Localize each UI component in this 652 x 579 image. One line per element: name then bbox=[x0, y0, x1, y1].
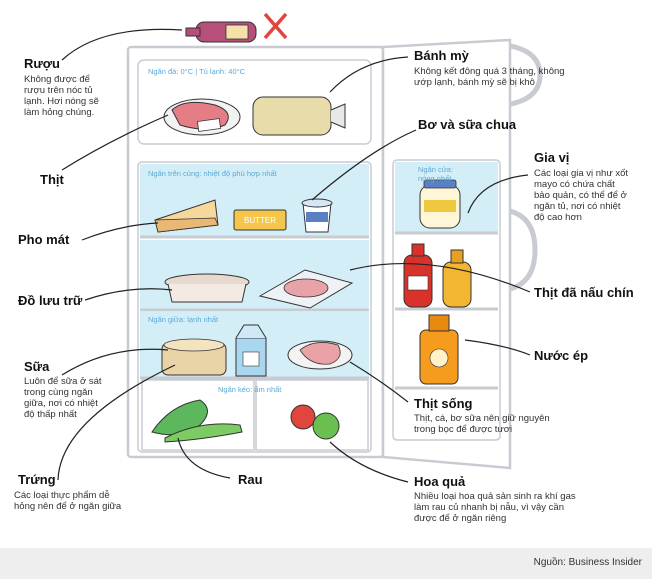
desc-thit-song-line: Thịt, cá, bơ sữa nên giữ nguyên bbox=[414, 413, 550, 424]
label-pho-mat: Pho mát bbox=[18, 232, 70, 247]
desc-banh-my-line: ướp lạnh, bánh mỳ sẽ bị khô bbox=[414, 77, 535, 88]
desc-gia-vi-line: bảo quản, có thể để ở bbox=[534, 190, 627, 201]
desc-gia-vi-line: Các loại gia vị như xốt bbox=[534, 168, 629, 179]
footer-bar: Nguồn: Business Insider bbox=[0, 548, 652, 579]
juice-bottle-icon bbox=[419, 314, 459, 385]
desc-sua-line: độ thấp nhất bbox=[24, 409, 77, 420]
door-label-line1: Ngăn cửa: bbox=[418, 165, 453, 174]
ketchup-bottle-icon bbox=[403, 243, 433, 308]
drawer-label: Ngăn kéo: ẩm nhất bbox=[218, 385, 282, 394]
mayo-jar-icon bbox=[419, 179, 461, 229]
fridge-diagram: BUTTER bbox=[57, 12, 543, 483]
desc-sua-line: trong cùng ngăn bbox=[24, 387, 93, 398]
meat-plate-icon bbox=[163, 98, 241, 136]
desc-gia-vi: Các loại gia vị như xốt mayo có chứa chấ… bbox=[534, 168, 628, 223]
label-thit-song: Thịt sống bbox=[414, 396, 473, 411]
mustard-bottle-icon bbox=[442, 249, 472, 308]
desc-gia-vi-line: độ cao hơn bbox=[534, 212, 582, 223]
label-bo-sua-chua: Bơ và sữa chua bbox=[418, 117, 517, 132]
desc-gia-vi-line: mayo có chứa chất bbox=[534, 179, 615, 190]
desc-sua-line: giữa, nơi có nhiệt bbox=[24, 398, 98, 409]
butter-icon: BUTTER bbox=[233, 209, 287, 231]
label-trung: Trứng bbox=[18, 472, 56, 487]
label-rau: Rau bbox=[238, 472, 263, 487]
desc-ruou-line: lạnh. Hơi nóng sẽ bbox=[24, 96, 99, 107]
door-label-line2: nóng nhất bbox=[418, 174, 452, 183]
desc-trung-line: hỏng nên để ở ngăn giữa bbox=[14, 501, 122, 512]
middle-shelf-label: Ngăn giữa: lạnh nhất bbox=[148, 315, 219, 324]
desc-hoa-qua-line: Nhiều loại hoa quả sản sinh ra khí gas bbox=[414, 491, 576, 502]
desc-sua: Luôn để sữa ở sát trong cùng ngăn giữa, … bbox=[24, 376, 102, 420]
vegetables-icon bbox=[151, 399, 243, 443]
label-thit: Thịt bbox=[40, 172, 64, 187]
wine-bottle-icon bbox=[185, 21, 257, 43]
label-banh-my: Bánh mỳ bbox=[414, 48, 469, 63]
label-gia-vi: Gia vị bbox=[534, 150, 570, 165]
label-ruou: Rượu bbox=[24, 56, 60, 71]
butter-text: BUTTER bbox=[244, 216, 276, 225]
desc-thit-song-line: trong bọc để được tươi bbox=[414, 424, 513, 435]
cheese-icon bbox=[154, 199, 219, 233]
label-hoa-qua: Hoa quả bbox=[414, 474, 466, 489]
desc-gia-vi-line: ngăn tủ, nơi có nhiệt bbox=[534, 201, 621, 212]
desc-trung: Các loại thực phẩm dễ hỏng nên để ở ngăn… bbox=[14, 490, 121, 512]
desc-sua-line: Luôn để sữa ở sát bbox=[24, 376, 102, 387]
annotation-lines bbox=[57, 28, 531, 483]
desc-banh-my-line: Không kết đông quá 3 tháng, không bbox=[414, 66, 565, 77]
red-x-icon bbox=[263, 12, 288, 40]
door-handle-top bbox=[504, 42, 543, 108]
raw-meat-icon bbox=[287, 340, 353, 370]
desc-thit-song: Thịt, cá, bơ sữa nên giữ nguyên trong bọ… bbox=[414, 413, 550, 435]
desc-ruou-line: làm hỏng chúng. bbox=[24, 107, 95, 118]
desc-hoa-qua-line: làm rau củ nhanh bị nẫu, vì vậy cần bbox=[414, 502, 564, 513]
desc-ruou-line: rượu trên nóc tủ bbox=[24, 85, 93, 96]
desc-trung-line: Các loại thực phẩm dễ bbox=[14, 490, 110, 501]
milk-carton-icon bbox=[235, 324, 267, 377]
egg-carton-icon bbox=[161, 338, 227, 376]
label-do-luu-tru: Đồ lưu trữ bbox=[18, 293, 83, 308]
label-thit-nau-chin: Thịt đã nấu chín bbox=[534, 285, 634, 300]
cooked-meat-icon bbox=[258, 269, 354, 309]
desc-ruou-line: Không được để bbox=[24, 74, 90, 85]
storage-container-icon bbox=[164, 273, 250, 303]
door-handle-bottom bbox=[504, 207, 538, 293]
desc-ruou: Không được để rượu trên nóc tủ lạnh. Hơi… bbox=[24, 74, 99, 118]
desc-hoa-qua-line: được để ở ngăn riêng bbox=[414, 513, 507, 524]
label-nuoc-ep: Nước ép bbox=[534, 348, 589, 363]
desc-banh-my: Không kết đông quá 3 tháng, không ướp lạ… bbox=[414, 66, 565, 88]
desc-hoa-qua: Nhiều loại hoa quả sản sinh ra khí gas l… bbox=[414, 491, 576, 524]
top-shelf-label: Ngăn trên cùng: nhiệt độ phù hợp nhất bbox=[148, 169, 278, 178]
source-credit: Nguồn: Business Insider bbox=[533, 557, 642, 568]
label-sua: Sữa bbox=[24, 359, 50, 374]
bread-icon bbox=[252, 96, 346, 136]
fruit-icon bbox=[290, 404, 340, 440]
yogurt-icon bbox=[301, 198, 333, 233]
freezer-label: Ngăn đá: 0°C | Tủ lạnh: 40°C bbox=[148, 67, 246, 76]
